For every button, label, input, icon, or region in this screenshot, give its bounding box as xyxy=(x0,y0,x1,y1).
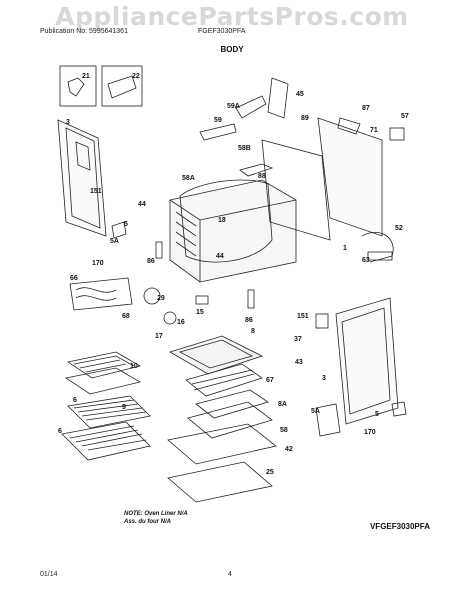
inset-box-22 xyxy=(101,65,143,107)
callout-label: 9 xyxy=(122,404,126,411)
callout-label: 86 xyxy=(147,258,155,265)
hinge-5A xyxy=(315,403,341,437)
part-15 xyxy=(195,295,209,305)
callout-label: 44 xyxy=(138,201,146,208)
callout-label: 86 xyxy=(245,317,253,324)
panel-58 xyxy=(187,401,273,439)
callout-label: 22 xyxy=(132,73,140,80)
insulation-58A xyxy=(179,179,273,263)
callout-label: 18 xyxy=(218,217,226,224)
panel-42 xyxy=(167,423,277,465)
element-66 xyxy=(69,277,133,311)
callout-label: 71 xyxy=(370,127,378,134)
hinge-5 xyxy=(391,401,407,417)
publication-number: Publication No: 5995641361 xyxy=(40,28,128,35)
oven-rack-lower xyxy=(61,421,151,461)
callout-label: 52 xyxy=(395,225,403,232)
part-57 xyxy=(389,127,405,141)
callout-label: 43 xyxy=(295,359,303,366)
callout-label: 88 xyxy=(258,173,266,180)
part-86-right xyxy=(247,289,255,309)
callout-label: 151 xyxy=(90,188,102,195)
broil-pan xyxy=(66,351,142,379)
callout-label: 45 xyxy=(296,91,304,98)
bracket-22 xyxy=(107,75,137,99)
inset-box-21 xyxy=(59,65,97,107)
callout-label: 6 xyxy=(73,397,77,404)
callout-label: 1 xyxy=(343,245,347,252)
back-frame-89 xyxy=(261,139,331,241)
element-8A xyxy=(195,389,269,419)
callout-label: 5 xyxy=(375,411,379,418)
callout-label: 66 xyxy=(70,275,78,282)
callout-label: 29 xyxy=(157,295,165,302)
callout-label: 68 xyxy=(122,313,130,320)
callout-label: 170 xyxy=(364,429,376,436)
callout-label: 21 xyxy=(82,73,90,80)
section-title: BODY xyxy=(220,45,244,54)
left-door xyxy=(57,119,107,237)
callout-label: 8A xyxy=(278,401,287,408)
callout-label: 42 xyxy=(285,446,293,453)
part-63 xyxy=(367,251,393,261)
bake-element-67 xyxy=(185,363,263,397)
oven-liner-note: NOTE: Oven Liner N/A Ass. du four N/A xyxy=(124,510,188,526)
bracket-21 xyxy=(67,77,85,97)
callout-label: 25 xyxy=(266,469,274,476)
hinge-5-left xyxy=(111,221,127,239)
callout-label: 3 xyxy=(66,119,70,126)
diagram-model-code: VFGEF3030PFA xyxy=(369,522,430,531)
callout-label: 8 xyxy=(251,328,255,335)
callout-label: 57 xyxy=(401,113,409,120)
trim-59 xyxy=(199,123,237,141)
callout-label: 58B xyxy=(238,145,251,152)
callout-label: 87 xyxy=(362,105,370,112)
panel-25 xyxy=(167,461,273,503)
oven-bottom-8 xyxy=(169,335,264,375)
note-line-2: Ass. du four N/A xyxy=(124,519,172,525)
watermark: AppliancePartsPros.com xyxy=(55,2,409,31)
pan-9 xyxy=(64,367,142,395)
callout-label: 3 xyxy=(322,375,326,382)
callout-label: 15 xyxy=(196,309,204,316)
note-line-1: NOTE: Oven Liner N/A xyxy=(124,511,188,517)
bracket-59A xyxy=(235,95,267,119)
part-29 xyxy=(143,287,161,305)
callout-label: 44 xyxy=(216,253,224,260)
callout-label: 59A xyxy=(227,103,240,110)
right-door xyxy=(335,297,399,425)
model-number: FGEF3030PFA xyxy=(198,28,246,35)
callout-label: 37 xyxy=(294,336,302,343)
callout-labels: 21 22 45 59A 89 87 57 71 3 59 58B 88 151… xyxy=(58,73,409,476)
callout-label: 5A xyxy=(311,408,320,415)
exploded-parts-diagram: 21 22 45 59A 89 87 57 71 3 59 58B 88 151… xyxy=(57,65,409,503)
callout-label: 170 xyxy=(92,260,104,267)
callout-label: 63 xyxy=(362,257,370,264)
page-number: 4 xyxy=(228,571,232,578)
oven-cavity xyxy=(169,179,297,283)
part-16 xyxy=(163,311,177,325)
rear-panel xyxy=(317,117,383,237)
callout-label: 6 xyxy=(58,428,62,435)
callout-label: 59 xyxy=(214,117,222,124)
callout-label: 58A xyxy=(182,175,195,182)
callout-label: 5 xyxy=(124,221,128,228)
callout-label: 151 xyxy=(297,313,309,320)
callout-label: 10 xyxy=(130,363,138,370)
callout-label: 5A xyxy=(110,238,119,245)
callout-label: 16 xyxy=(177,319,185,326)
part-86-left xyxy=(155,241,163,259)
trim-45 xyxy=(267,77,289,119)
footer-date: 01/14 xyxy=(40,571,58,578)
callout-label: 89 xyxy=(301,115,309,122)
callout-label: 17 xyxy=(155,333,163,340)
callout-label: 67 xyxy=(266,377,274,384)
oven-rack-upper xyxy=(67,395,151,429)
callout-label: 58 xyxy=(280,427,288,434)
